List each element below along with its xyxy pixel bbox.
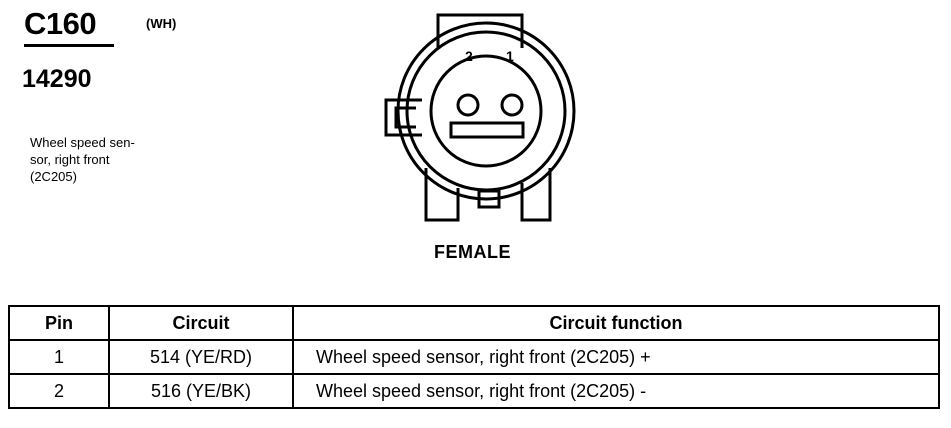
housing-left-leg bbox=[424, 168, 460, 222]
connector-id-underline bbox=[24, 44, 114, 47]
terminal-slot bbox=[449, 121, 525, 139]
header-circuit: Circuit bbox=[108, 305, 294, 341]
description-line: (2C205) bbox=[30, 169, 77, 184]
part-number: 14290 bbox=[22, 65, 92, 93]
pin-1-cavity bbox=[500, 93, 524, 117]
connector-description: Wheel speed sen- sor, right front (2C205… bbox=[30, 134, 180, 185]
housing-outer-ring bbox=[396, 21, 576, 201]
connector-face bbox=[429, 54, 543, 168]
cell-circuit: 514 (YE/RD) bbox=[108, 339, 294, 375]
table-header-row: Pin Circuit Circuit function bbox=[8, 305, 940, 341]
header-circuit-function: Circuit function bbox=[292, 305, 940, 341]
pin-label-2: 2 bbox=[465, 48, 473, 64]
table-row: 2 516 (YE/BK) Wheel speed sensor, right … bbox=[8, 373, 940, 409]
table-row: 1 514 (YE/RD) Wheel speed sensor, right … bbox=[8, 339, 940, 375]
cell-function: Wheel speed sensor, right front (2C205) … bbox=[292, 373, 940, 409]
pin-table: Pin Circuit Circuit function 1 514 (YE/R… bbox=[8, 305, 940, 409]
connector-face-diagram: 2 1 bbox=[384, 13, 576, 222]
cell-pin: 1 bbox=[8, 339, 110, 375]
description-line: Wheel speed sen- bbox=[30, 135, 135, 150]
pin-label-1: 1 bbox=[506, 48, 514, 64]
cell-circuit: 516 (YE/BK) bbox=[108, 373, 294, 409]
housing-right-leg bbox=[520, 168, 552, 222]
connector-id: C160 bbox=[24, 6, 97, 41]
header-pin: Pin bbox=[8, 305, 110, 341]
housing-inner-ring bbox=[405, 30, 567, 192]
view-label: FEMALE bbox=[434, 242, 511, 262]
pin-2-cavity bbox=[456, 93, 480, 117]
description-line: sor, right front bbox=[30, 152, 110, 167]
cell-pin: 2 bbox=[8, 373, 110, 409]
cell-function: Wheel speed sensor, right front (2C205) … bbox=[292, 339, 940, 375]
housing-left-latch bbox=[384, 98, 422, 137]
connector-color-code: (WH) bbox=[146, 16, 177, 31]
